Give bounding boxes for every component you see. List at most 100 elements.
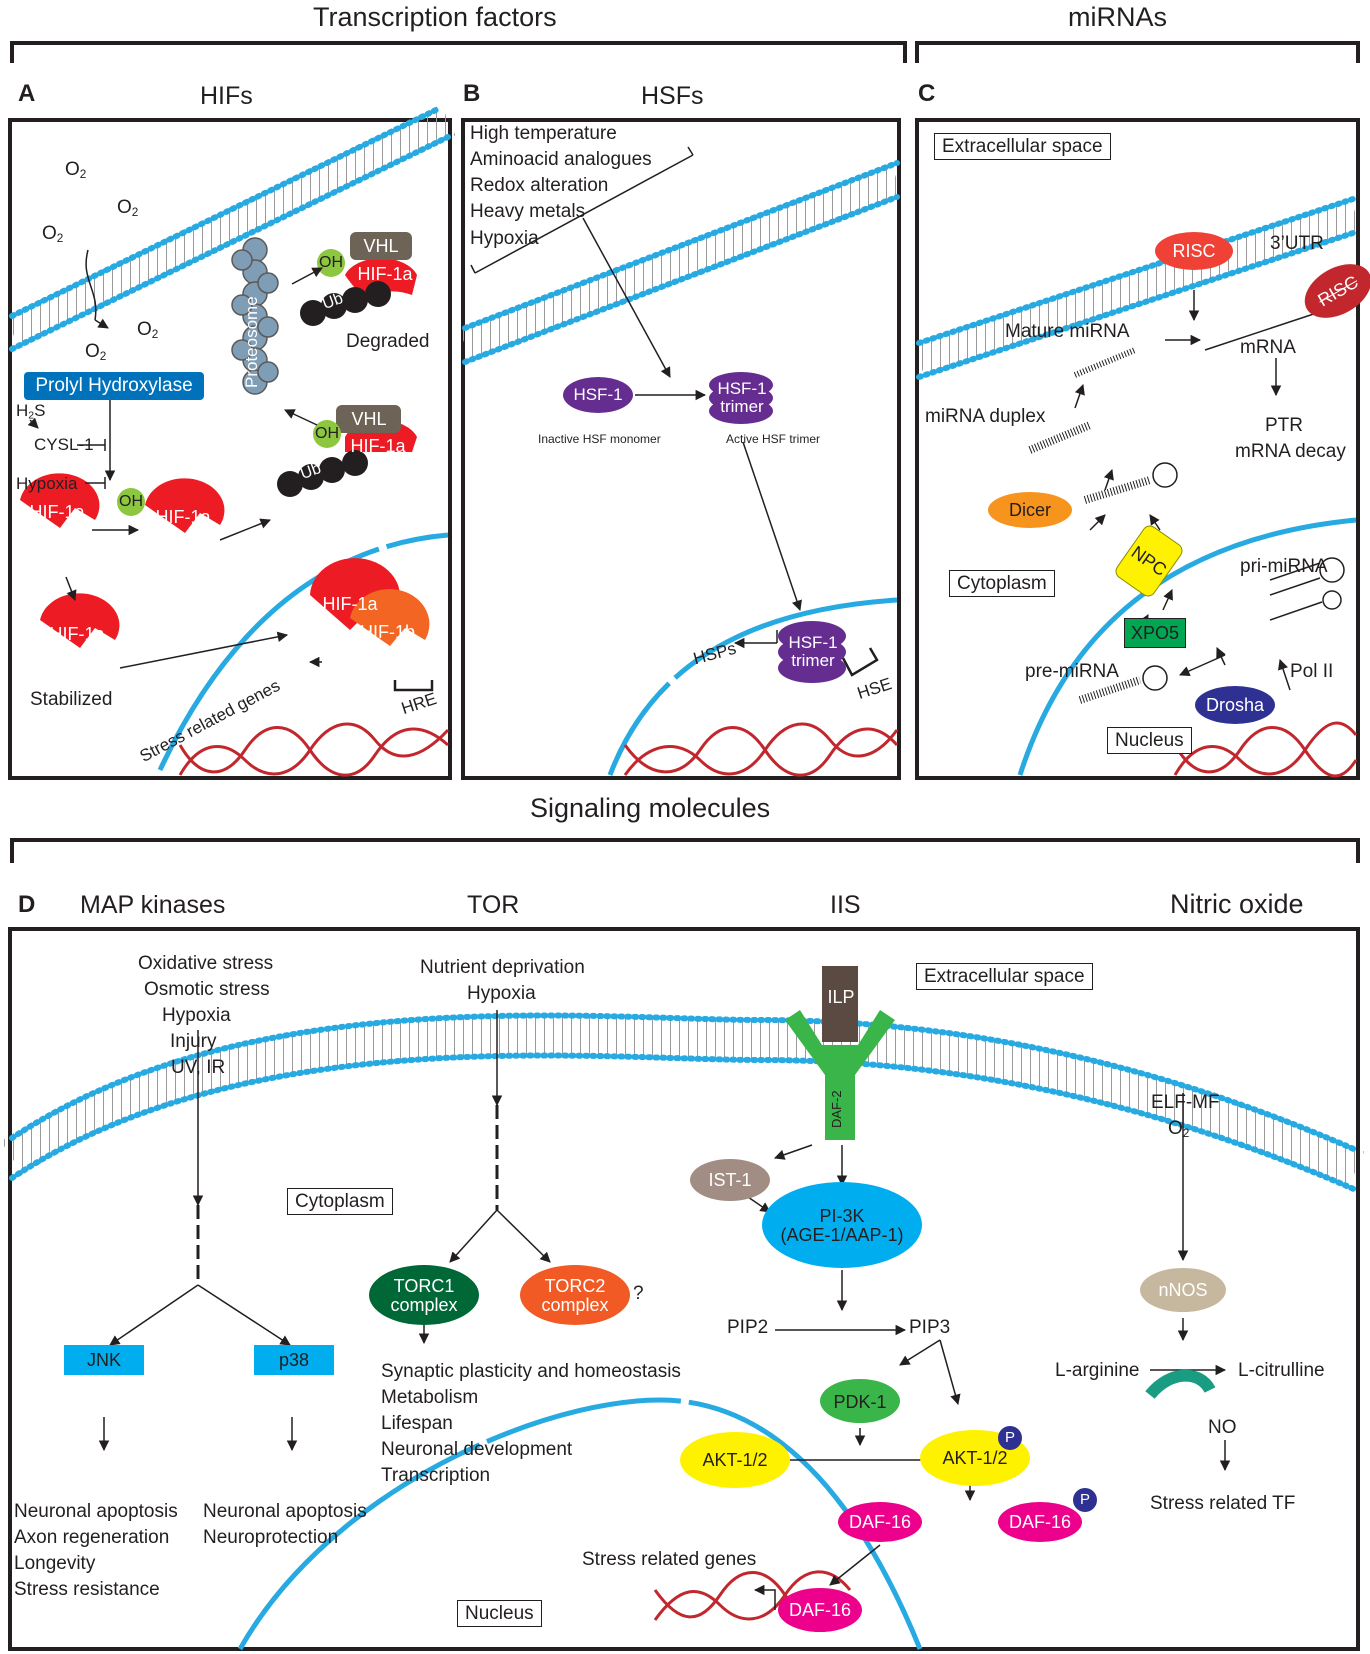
mirna-duplex-label: miRNA duplex	[925, 406, 1046, 427]
oh-label: OH	[319, 253, 343, 271]
daf16-right-shape	[998, 1502, 1082, 1542]
stabilized-label: Stabilized	[30, 689, 113, 710]
prolyl-hydroxylase: Prolyl Hydroxylase	[24, 372, 204, 400]
vhl-label: VHL	[363, 235, 399, 256]
pdk1-label: PDK-1	[833, 1391, 887, 1412]
panel-b-nucleus-envelope	[607, 597, 898, 776]
akt-phospho-label: AKT-1/2	[942, 1447, 1008, 1468]
panel-b-membrane	[458, 160, 904, 365]
hre-bracket	[393, 680, 434, 692]
no-green-arrow	[1145, 1369, 1216, 1400]
panel-d-dashed-lines	[196, 1105, 499, 1285]
o2-label: O2	[117, 197, 139, 219]
dicer-label: Dicer	[988, 492, 1072, 528]
p-label: P	[1004, 1429, 1015, 1447]
panel-b-title: HSFs	[641, 82, 704, 110]
panel-b-letter: B	[463, 80, 481, 107]
pip2-label: PIP2	[727, 1317, 769, 1338]
p38-label: p38	[254, 1345, 334, 1375]
panel-d-arrows	[98, 1010, 1231, 1586]
jnk-outcome: Axon regeneration	[14, 1527, 170, 1548]
map-stimulus: Hypoxia	[162, 1005, 231, 1026]
tor-outcome: Transcription	[381, 1465, 491, 1486]
tor-title: TOR	[467, 891, 520, 919]
header-mirnas: miRNAs	[1068, 2, 1167, 32]
mrna-decay-label: mRNA decay	[1235, 441, 1346, 462]
ptr-label: PTR	[1265, 415, 1303, 436]
risc-label: RISC	[1155, 232, 1233, 270]
ist1-label: IST-1	[708, 1169, 752, 1190]
tor-stimulus: Hypoxia	[467, 983, 536, 1004]
p-circle-akt	[998, 1426, 1022, 1450]
stress-genes-label: Stress related genes	[582, 1549, 757, 1570]
pre-mirna-label: pre-miRNA	[1025, 661, 1119, 682]
panel-a-arrows	[65, 249, 323, 669]
pip3-label: PIP3	[909, 1317, 951, 1338]
hif-1a-label: HIF-1a	[155, 506, 211, 527]
daf16-nuclear-label: DAF-16	[788, 1599, 851, 1620]
no-label: NO	[1208, 1417, 1237, 1438]
xpo5-label: XPO5	[1124, 618, 1186, 648]
o2-label: O2	[1168, 1118, 1190, 1140]
map-stimulus: UV, IR	[171, 1057, 226, 1078]
tor-outcome: Lifespan	[381, 1413, 453, 1434]
map-stimulus: Oxidative stress	[138, 953, 274, 974]
tor-outcome: Metabolism	[381, 1387, 479, 1408]
jnk-outcome: Longevity	[14, 1553, 96, 1574]
nnos-shape	[1140, 1268, 1226, 1312]
inactive-monomer-label: Inactive HSF monomer	[538, 432, 661, 446]
panel-c-dna	[1173, 721, 1358, 778]
header-signaling: Signaling molecules	[530, 793, 771, 823]
drosha-label: Drosha	[1195, 686, 1275, 724]
iis-title: IIS	[830, 891, 861, 919]
proteosome-label: Proteosome	[242, 296, 261, 388]
p-label: P	[1079, 1491, 1090, 1509]
hypoxia-label: Hypoxia	[16, 474, 78, 493]
daf2-label: DAF-2	[829, 1090, 844, 1128]
ist1-shape	[690, 1159, 770, 1201]
panel-frames	[8, 118, 1360, 1651]
tor-outcome: Synaptic plasticity and homeostasis	[381, 1361, 681, 1382]
vhl-shapes	[336, 232, 412, 433]
hif-1b-shape	[350, 589, 430, 646]
panel-a-membrane	[4, 104, 456, 352]
header-brackets	[10, 41, 1360, 863]
stress-tf-label: Stress related TF	[1150, 1493, 1296, 1514]
stimulus-label: Heavy metals	[470, 201, 586, 222]
hif-1a-label: HIF-1a	[49, 623, 105, 644]
oh-shapes	[117, 249, 345, 516]
hif-1a-label: HIF-1a	[29, 501, 85, 522]
panel-a-title: HIFs	[200, 82, 253, 110]
jnk-outcome: Stress resistance	[14, 1579, 160, 1600]
stimulus-label: High temperature	[470, 123, 617, 144]
hif-1a-label: HIF-1a	[350, 435, 406, 456]
pri-mirna-label: pri-miRNA	[1240, 556, 1328, 577]
stimulus-label: Hypoxia	[470, 228, 539, 249]
cysl-label: CYSL-1	[34, 435, 94, 454]
vhl-label: VHL	[351, 408, 387, 429]
daf2-receptor	[785, 1010, 895, 1140]
hif-1a-label: HIF-1a	[322, 593, 378, 614]
map-stimulus: Injury	[170, 1031, 217, 1052]
panel-a-dna	[178, 722, 450, 777]
panel-c-letter: C	[918, 80, 936, 107]
h2s-label: H2S	[16, 401, 46, 422]
panel-d-ellipses	[369, 1159, 1226, 1632]
elf-mf-label: ELF-MF	[1151, 1092, 1220, 1113]
panel-a-nucleus-envelope	[157, 532, 449, 772]
jnk-label: JNK	[64, 1345, 144, 1375]
mrna-label: mRNA	[1240, 337, 1296, 358]
ilp-label: ILP	[827, 986, 855, 1007]
daf16-gene-arrow	[753, 1584, 776, 1610]
p38-outcome: Neuroprotection	[203, 1527, 339, 1548]
panel-c-nucleus-envelope	[1017, 517, 1357, 776]
o2-label: O2	[42, 223, 64, 245]
rna-hairpins	[1028, 299, 1357, 704]
nucleus-box: Nucleus	[457, 1600, 542, 1627]
panel-a-letter: A	[18, 80, 36, 107]
l-citrulline-label: L-citrulline	[1238, 1360, 1325, 1381]
